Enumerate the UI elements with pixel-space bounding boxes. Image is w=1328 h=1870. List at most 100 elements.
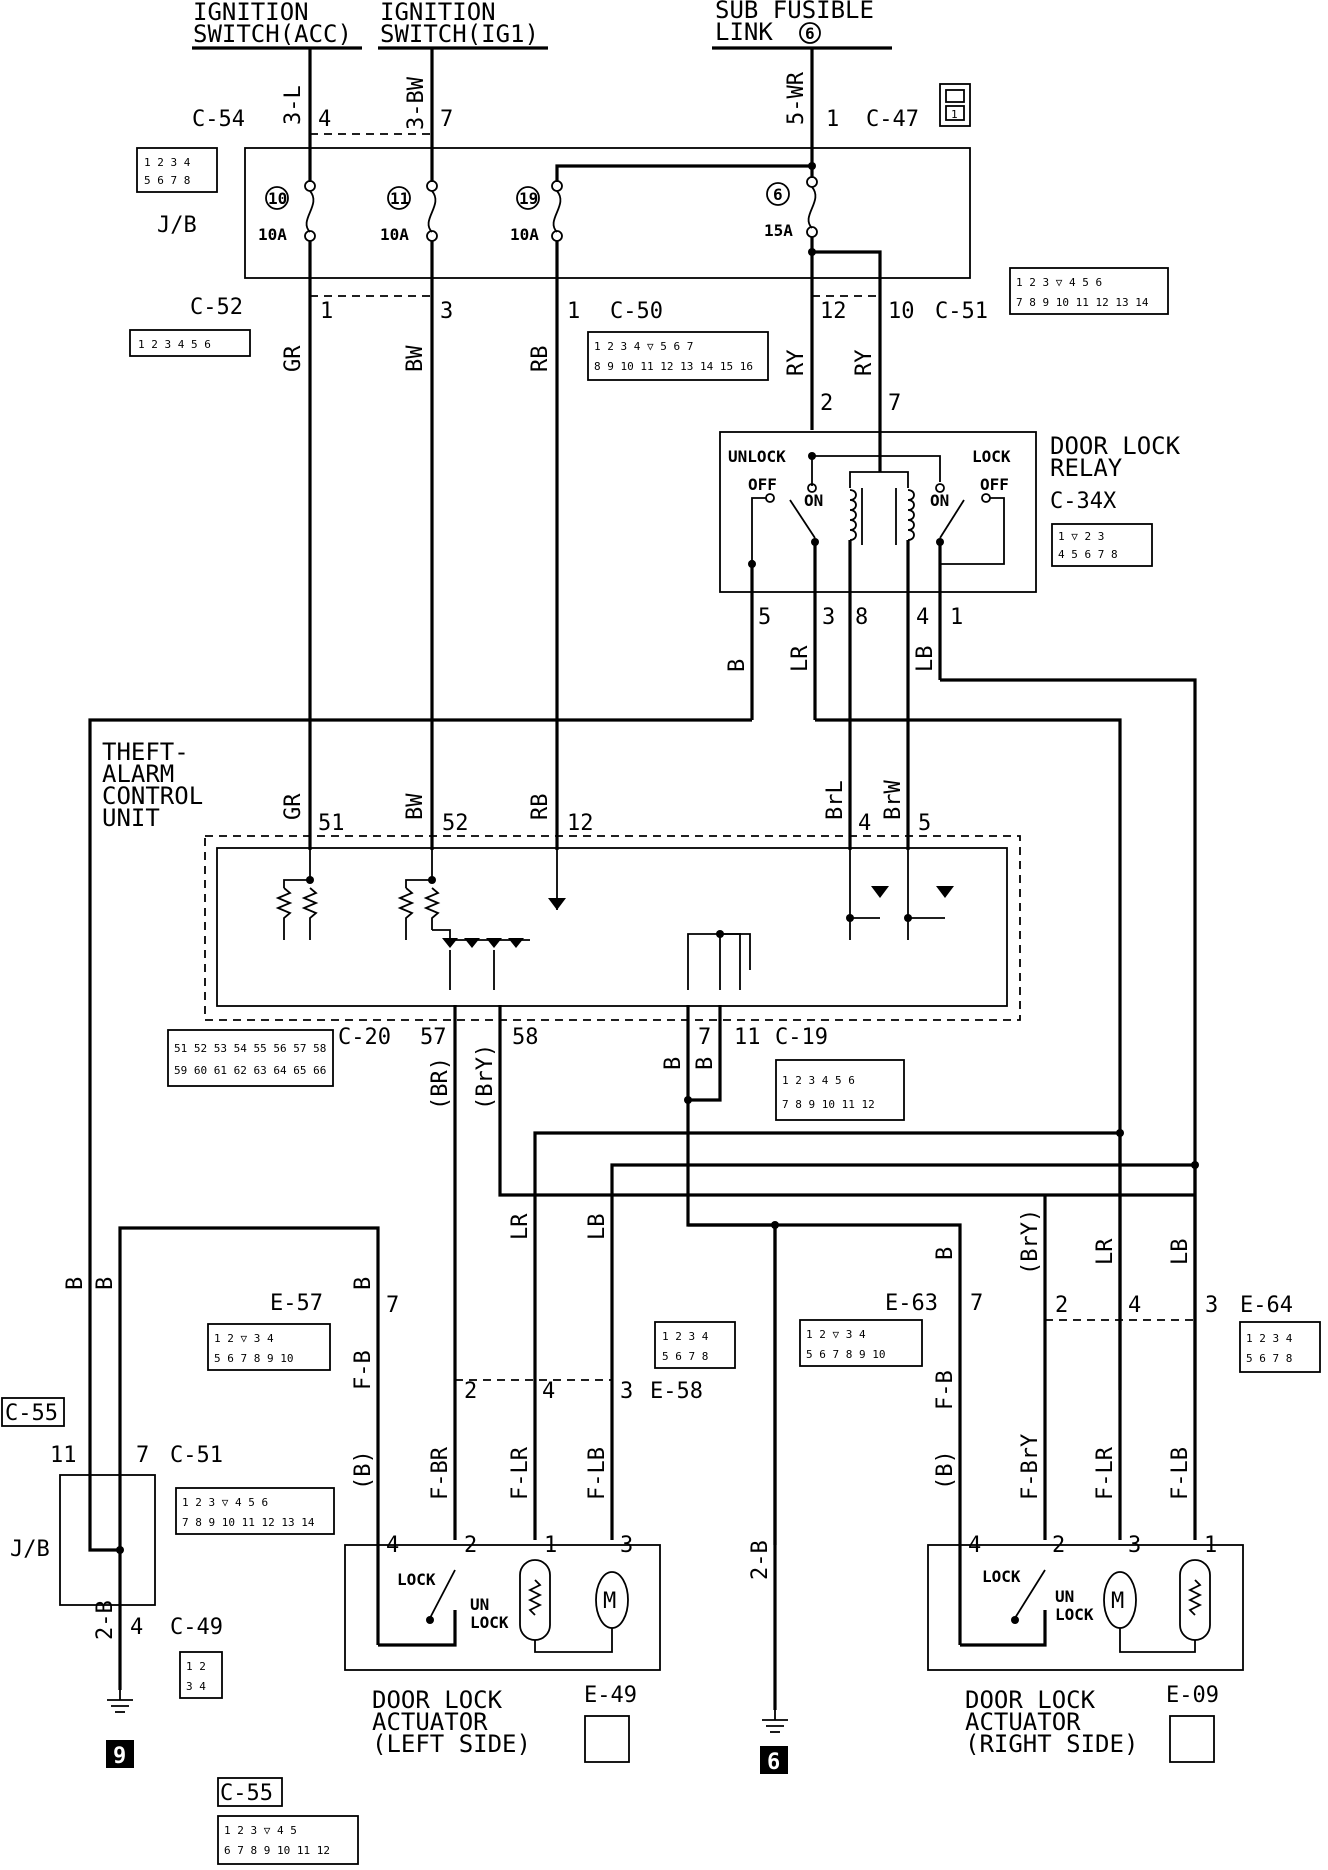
svg-text:1 2 3 4: 1 2 3 4	[144, 156, 191, 169]
left-act-unlock-label: LOCK	[470, 1613, 509, 1632]
svg-text:1 2 ▽ 3 4: 1 2 ▽ 3 4	[806, 1328, 866, 1341]
wire-label-b-paren-right: (B)	[933, 1450, 958, 1490]
wire-label-2b-ground6: 2-B	[748, 1540, 773, 1580]
connector-face-e58: 1 2 3 4 5 6 7 8	[654, 1321, 736, 1369]
relay-on-right: ON	[930, 491, 949, 510]
fuse-19-no: 19	[519, 189, 538, 208]
svg-text:1 2 3 ▽ 4 5 6: 1 2 3 ▽ 4 5 6	[1016, 276, 1102, 289]
pin-e09-3: 3	[1128, 1533, 1141, 1558]
connector-label-e49: E-49	[584, 1683, 637, 1708]
pin-c20-12: 12	[567, 811, 594, 836]
connector-face-e09	[1169, 1715, 1215, 1763]
pin-relay-3: 3	[822, 605, 835, 630]
tacu-label-4: UNIT	[102, 804, 160, 832]
pin-e64-3: 3	[1205, 1293, 1218, 1318]
source-sfl-line2: LINK	[715, 18, 773, 46]
pin-c51-10: 10	[888, 299, 915, 324]
connector-face-c52: 1 2 3 4 5 6	[129, 329, 251, 357]
connector-label-c49: C-49	[170, 1615, 223, 1640]
connector-face-c54: 1 2 3 4 5 6 7 8	[136, 147, 218, 193]
left-act-motor-label: M	[603, 1589, 616, 1614]
wire-label-rb-tacu: RB	[528, 794, 553, 821]
wire-label-2b-ground9: 2-B	[93, 1600, 118, 1640]
connector-label-c47: C-47	[866, 107, 919, 132]
relay-on-left: ON	[804, 491, 823, 510]
pin-e64-2: 2	[1055, 1293, 1068, 1318]
connector-label-c51: C-51	[935, 299, 988, 324]
pin-c51-12: 12	[820, 299, 847, 324]
pin-e49-1: 1	[544, 1533, 557, 1558]
ground-6-symbol: 6	[760, 1710, 788, 1775]
svg-text:5 6 7 8 9 10: 5 6 7 8 9 10	[214, 1352, 293, 1365]
source-acc-line2: SWITCH(ACC)	[193, 20, 352, 48]
wire-label-b-c19-b: B	[693, 1057, 718, 1070]
ground-9-symbol: 9	[106, 1690, 134, 1769]
fuse-19: 19 10A	[510, 164, 812, 290]
right-act-unlock-label: LOCK	[1055, 1605, 1094, 1624]
wire-label-b-e57: B	[351, 1277, 376, 1290]
wire-label-fbry: F-BrY	[1018, 1434, 1043, 1500]
relay-title-1: DOOR LOCK	[1050, 432, 1181, 460]
wire-label-b-e63: B	[933, 1247, 958, 1260]
connector-label-e64: E-64	[1240, 1293, 1293, 1318]
theft-alarm-control-unit: THEFT- ALARM CONTROL UNIT GR BW RB BrL B…	[102, 738, 1021, 1021]
connector-label-e58: E-58	[650, 1379, 703, 1404]
pin-e49-3: 3	[620, 1533, 633, 1558]
source-ig1-line2: SWITCH(IG1)	[380, 20, 539, 48]
fuse-6-amp: 15A	[764, 221, 793, 240]
pin-c54-7: 7	[440, 107, 453, 132]
fuse-6: 6 15A	[764, 140, 882, 290]
svg-text:1 2 3 4 ▽ 5 6 7: 1 2 3 4 ▽ 5 6 7	[594, 340, 693, 353]
door-lock-relay: DOOR LOCK RELAY C-34X 1 ▽ 2 3 4 5 6 7 8 …	[719, 430, 1181, 593]
pin-e63-7: 7	[970, 1291, 983, 1316]
connector-face-e49	[584, 1715, 630, 1763]
wire-label-flr-left: F-LR	[508, 1446, 533, 1500]
jb-label-top: J/B	[157, 213, 197, 238]
source-sfl-num: 6	[805, 24, 815, 43]
pin-e49-4: 4	[386, 1533, 399, 1558]
pin-e57-7: 7	[386, 1293, 399, 1318]
pin-c19-5: 5	[918, 811, 931, 836]
pin-relay-4: 4	[916, 605, 929, 630]
connector-label-c55-upper: C-55	[5, 1401, 58, 1426]
fuse-6-no: 6	[773, 185, 783, 204]
connector-face-e64: 1 2 3 4 5 6 7 8	[1239, 1321, 1321, 1373]
pin-e09-2: 2	[1052, 1533, 1065, 1558]
connector-label-c20: C-20	[338, 1025, 391, 1050]
wire-label-b-left-2: B	[93, 1277, 118, 1290]
pin-c19-4: 4	[858, 811, 871, 836]
svg-text:1 2 3 ▽ 4 5: 1 2 3 ▽ 4 5	[224, 1824, 297, 1837]
connector-label-c34x: C-34X	[1050, 489, 1117, 514]
pin-e09-1: 1	[1204, 1533, 1217, 1558]
source-ig1-line1: IGNITION	[380, 0, 496, 26]
wire-label-lb-relay: LB	[913, 646, 938, 673]
pin-c20-52: 52	[442, 811, 469, 836]
pin-c47-1: 1	[826, 107, 839, 132]
connector-face-c47: 1	[939, 83, 971, 127]
connector-label-c55-lower: C-55	[220, 1781, 273, 1806]
wire-label-br-paren: (BR)	[428, 1057, 453, 1110]
connector-face-c20: 51 52 53 54 55 56 57 58 59 60 61 62 63 6…	[167, 1029, 334, 1087]
wire-label-lr-relay: LR	[788, 645, 813, 672]
wire-label-rb-top: RB	[528, 346, 553, 373]
svg-text:7 8 9 10 11 12: 7 8 9 10 11 12	[782, 1098, 875, 1111]
connector-label-e57: E-57	[270, 1291, 323, 1316]
pin-e58-2: 2	[464, 1379, 477, 1404]
wire-label-lb-left: LB	[585, 1214, 610, 1241]
svg-text:1 ▽ 2 3: 1 ▽ 2 3	[1058, 530, 1104, 543]
svg-text:5 6 7 8: 5 6 7 8	[1246, 1352, 1292, 1365]
wire-label-bw-tacu: BW	[403, 793, 428, 820]
connector-face-e63: 1 2 ▽ 3 4 5 6 7 8 9 10	[799, 1319, 923, 1367]
relay-unlock-label: UNLOCK	[728, 447, 786, 466]
pin-c19-7: 7	[698, 1025, 711, 1050]
wire-label-flr-right: F-LR	[1093, 1446, 1118, 1500]
pin-c19-11: 11	[734, 1025, 761, 1050]
pin-c20-51: 51	[318, 811, 345, 836]
svg-text:1 2 3 4: 1 2 3 4	[1246, 1332, 1293, 1345]
svg-text:4 5 6 7 8: 4 5 6 7 8	[1058, 548, 1118, 561]
svg-text:1 2 ▽ 3 4: 1 2 ▽ 3 4	[214, 1332, 274, 1345]
svg-text:1 2 3 ▽ 4 5 6: 1 2 3 ▽ 4 5 6	[182, 1496, 268, 1509]
wire-label-ry-1: RY	[784, 350, 809, 377]
svg-text:1 2 3 4: 1 2 3 4	[662, 1330, 709, 1343]
tacu-label-3: CONTROL	[102, 782, 203, 810]
